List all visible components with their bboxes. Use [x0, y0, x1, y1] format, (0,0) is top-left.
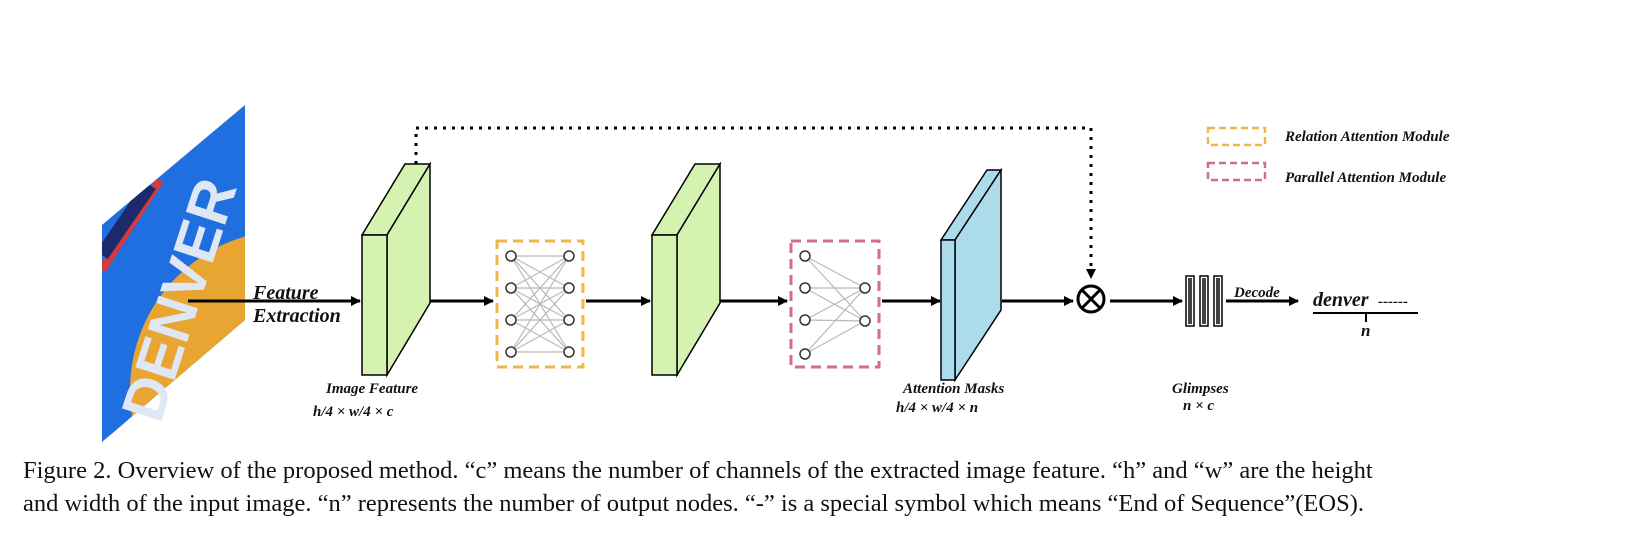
caption-line-1: Figure 2. Overview of the proposed metho… — [23, 457, 1373, 484]
parallel-node — [799, 348, 811, 360]
image-feature-dims: h/4 × w/4 × c — [313, 404, 394, 420]
parallel-network-nodes — [799, 250, 871, 360]
relation-node — [505, 282, 517, 294]
image-feature-label: Image Feature — [325, 381, 418, 397]
legend-relation-swatch — [1206, 126, 1267, 147]
figure-caption: Figure 2. Overview of the proposed metho… — [23, 454, 1613, 520]
relation-edge — [510, 255, 570, 321]
multiply-operator — [1076, 284, 1106, 314]
parallel-attention-module — [789, 239, 881, 369]
relation-network-nodes — [505, 250, 575, 358]
relation-node — [563, 346, 575, 358]
caption-line-2: and width of the input image. “n” repres… — [23, 490, 1364, 517]
feature-block-2 — [650, 161, 722, 378]
architecture-diagram: DENVER Feature Extraction — [102, 105, 1450, 442]
relation-node — [505, 314, 517, 326]
output-text: denver — [1313, 289, 1369, 311]
output-n-label: n — [1361, 321, 1370, 340]
attention-masks-label: Attention Masks — [902, 381, 1004, 397]
relation-edge — [510, 255, 570, 289]
parallel-node — [799, 314, 811, 326]
relation-node — [563, 314, 575, 326]
relation-edge — [510, 255, 570, 353]
parallel-node — [799, 282, 811, 294]
feature-extraction-label-line1: Feature — [252, 282, 319, 304]
attention-masks-dims: h/4 × w/4 × n — [896, 400, 978, 416]
parallel-edge — [804, 287, 866, 321]
glimpses-dims: n × c — [1183, 398, 1214, 414]
legend: Relation Attention Module Parallel Atten… — [1206, 126, 1450, 186]
legend-parallel-label: Parallel Attention Module — [1285, 170, 1446, 186]
glimpses-block — [1185, 275, 1223, 327]
glimpses-label: Glimpses — [1172, 381, 1229, 397]
decode-label: Decode — [1233, 285, 1280, 301]
feature-extraction-label-line2: Extraction — [252, 305, 341, 327]
attention-mask-block — [939, 167, 1003, 383]
relation-node — [505, 346, 517, 358]
parallel-node — [799, 250, 811, 262]
relation-node — [505, 250, 517, 262]
relation-attention-module — [495, 239, 585, 369]
parallel-edge — [804, 255, 866, 289]
legend-parallel-swatch — [1206, 161, 1267, 182]
relation-node — [563, 250, 575, 262]
legend-relation-label: Relation Attention Module — [1284, 129, 1450, 145]
image-feature-block — [360, 161, 432, 378]
skip-connection-dotted — [414, 126, 1096, 279]
relation-node — [563, 282, 575, 294]
parallel-node — [859, 315, 871, 327]
output-eos: ------ — [1378, 294, 1408, 310]
parallel-edge — [804, 287, 866, 355]
parallel-node — [859, 282, 871, 294]
relation-edge — [510, 319, 570, 353]
relation-edge — [510, 287, 570, 353]
parallel-edge — [804, 320, 866, 355]
